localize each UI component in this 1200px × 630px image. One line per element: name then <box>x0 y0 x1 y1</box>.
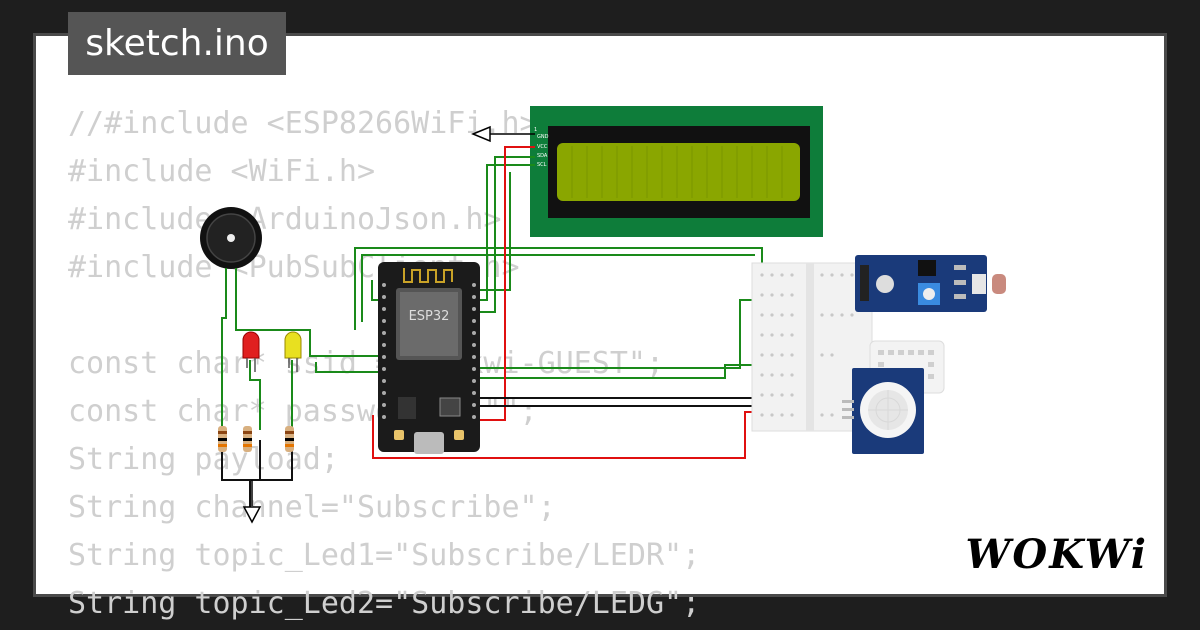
code-line: #include <WiFi.h> <box>68 154 376 189</box>
pir-sensor-icon[interactable] <box>842 368 924 454</box>
led-yellow-icon[interactable] <box>284 331 302 372</box>
code-line: //#include <ESP8266WiFi.h> <box>68 106 538 141</box>
esp32-label: ESP32 <box>409 309 450 324</box>
buzzer-icon[interactable] <box>200 207 262 269</box>
lcd-display[interactable]: 1 GND VCC SDA SCL <box>530 106 823 237</box>
lcd-pin-gnd: GND <box>537 134 549 140</box>
ground-symbol-icon <box>242 480 262 524</box>
light-sensor-icon[interactable] <box>855 255 1006 312</box>
led-red-icon[interactable] <box>242 331 260 372</box>
ground-symbol-icon <box>471 125 535 143</box>
wire-buzzer-2 <box>221 268 227 430</box>
breadboard[interactable] <box>751 262 873 432</box>
code-line: String topic_Led2="Subscribe/LEDG"; <box>68 586 701 621</box>
resistor-icon[interactable] <box>285 426 294 452</box>
lcd-pin-1-label: 1 <box>534 127 537 133</box>
wokwi-logo: WOKWi <box>965 531 1148 578</box>
lcd-pin-sda: SDA <box>537 153 548 159</box>
lcd-pin-scl: SCL <box>537 162 547 168</box>
file-tab[interactable]: sketch.ino <box>68 12 286 75</box>
code-line: #include <ArduinoJson.h> <box>68 202 502 237</box>
lcd-pin-vcc: VCC <box>537 144 548 150</box>
esp32-board[interactable]: ESP32 <box>378 262 480 454</box>
code-editor[interactable]: //#include <ESP8266WiFi.h> #include <WiFi… <box>68 100 700 628</box>
resistor-icon[interactable] <box>218 426 227 452</box>
file-tab-label: sketch.ino <box>85 23 269 64</box>
resistor-icon[interactable] <box>243 426 252 452</box>
code-line: String payload; <box>68 442 339 477</box>
wire-buzzer-1 <box>235 268 385 357</box>
code-line: String topic_Led1="Subscribe/LEDR"; <box>68 538 701 573</box>
